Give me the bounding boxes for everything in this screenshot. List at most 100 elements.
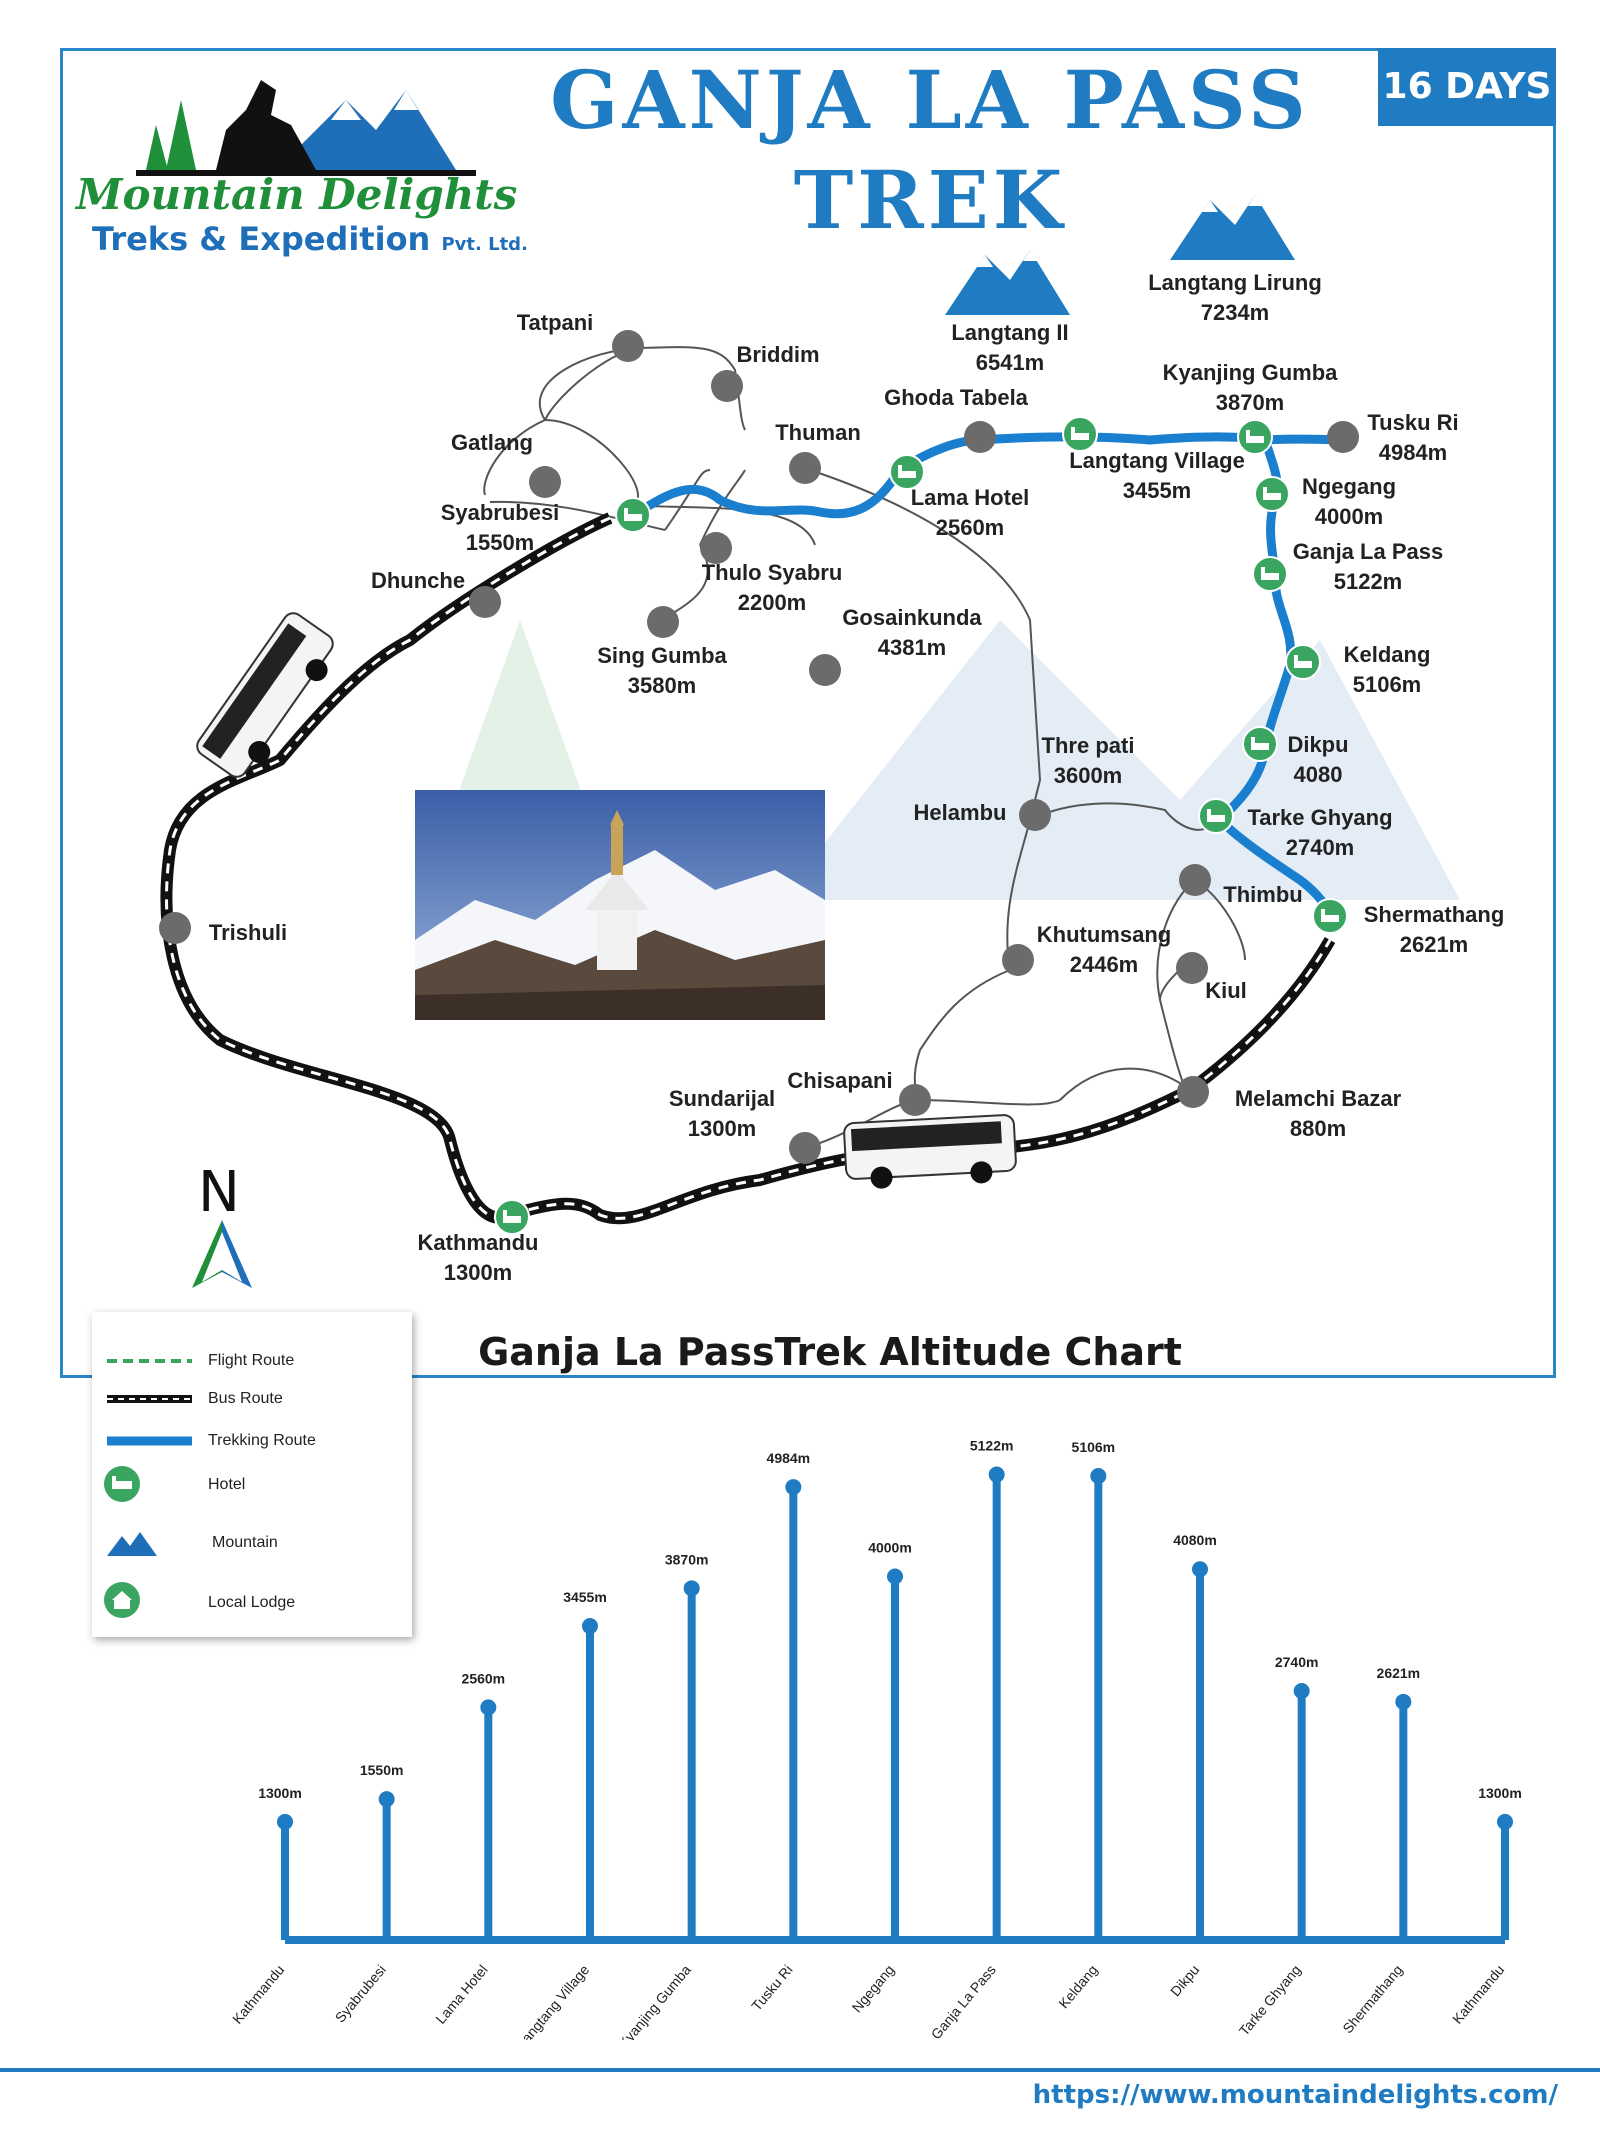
altitude-point bbox=[683, 1580, 700, 1597]
altitude-value-label: 5122m bbox=[970, 1438, 1014, 1454]
place-node-melamchi-bazar bbox=[1177, 1076, 1209, 1108]
legend-label: Local Lodge bbox=[208, 1594, 296, 1611]
place-label-thuman: Thuman bbox=[775, 420, 861, 445]
place-node-tatpani bbox=[612, 330, 644, 362]
altitude-value-label: 2560m bbox=[462, 1670, 506, 1686]
place-node-briddim bbox=[711, 370, 743, 402]
hotel-icon bbox=[1252, 556, 1288, 592]
mountain-icon bbox=[945, 250, 1070, 315]
altitude-category-label: Kyanjing Gumba bbox=[615, 1961, 694, 2040]
place-node-thulo-syabru bbox=[700, 532, 732, 564]
altitude-point bbox=[887, 1568, 903, 1585]
altitude-value-label: 3870m bbox=[665, 1551, 709, 1567]
bus-icon bbox=[196, 612, 334, 778]
altitude-point bbox=[1192, 1561, 1208, 1578]
legend: Flight Route Bus Route Trekking Route Ho… bbox=[92, 1312, 412, 1637]
place-label-ghoda-tabela: Ghoda Tabela bbox=[884, 385, 1029, 410]
altitude-value-label: 1300m bbox=[1478, 1785, 1522, 1801]
brand-name: Mountain Delights bbox=[76, 170, 518, 219]
north-arrow: N bbox=[180, 1160, 270, 1300]
legend-label: Mountain bbox=[212, 1534, 278, 1551]
duration-badge: 16 DAYS bbox=[1378, 48, 1556, 126]
altitude-category-label: Shermathang bbox=[1339, 1962, 1405, 2037]
stupa-photo-image bbox=[415, 790, 825, 1020]
place-label-briddim: Briddim bbox=[736, 342, 819, 367]
bus-icon bbox=[843, 1114, 1017, 1189]
altitude-value-label: 1550m bbox=[360, 1762, 404, 1778]
altitude-point bbox=[1090, 1468, 1107, 1485]
altitude-point bbox=[277, 1813, 293, 1830]
altitude-point bbox=[1497, 1813, 1513, 1830]
legend-label: Bus Route bbox=[208, 1390, 283, 1407]
mountain-icon bbox=[107, 1532, 157, 1556]
place-node-chisapani bbox=[899, 1084, 931, 1116]
hotel-icon bbox=[889, 454, 925, 490]
altitude-value-label: 1300m bbox=[258, 1785, 302, 1801]
altitude-point bbox=[988, 1466, 1005, 1483]
legend-flight: Flight Route bbox=[92, 1346, 412, 1376]
footer-url: https://www.mountaindelights.com/ bbox=[1032, 2080, 1558, 2110]
place-node-thre-pati bbox=[1019, 799, 1051, 831]
hotel-icon bbox=[1237, 419, 1273, 455]
altitude-point bbox=[785, 1479, 802, 1496]
place-label-trishuli: Trishuli bbox=[209, 920, 287, 945]
altitude-category-label: Ngegang bbox=[849, 1962, 898, 2016]
place-node-thuman bbox=[789, 452, 821, 484]
altitude-point bbox=[1293, 1683, 1310, 1700]
altitude-category-label: Langtang Village bbox=[513, 1961, 592, 2040]
title-line-1: GANJA LA PASS bbox=[550, 53, 1310, 147]
altitude-value-label: 2740m bbox=[1275, 1654, 1319, 1670]
altitude-value-label: 4080m bbox=[1173, 1532, 1217, 1548]
altitude-point bbox=[378, 1791, 395, 1808]
legend-mountain: Mountain bbox=[92, 1528, 412, 1558]
legend-trek: Trekking Route bbox=[92, 1426, 412, 1456]
place-label-gatlang: Gatlang bbox=[451, 430, 533, 455]
place-label-helambu: Helambu bbox=[914, 800, 1007, 825]
hotel-icon bbox=[494, 1199, 530, 1235]
map-frame bbox=[60, 48, 1556, 1378]
altitude-category-label: Syabrubesi bbox=[332, 1962, 389, 2026]
altitude-category-label: Kathmandu bbox=[1449, 1962, 1507, 2027]
place-node-tusku-ri bbox=[1327, 421, 1359, 453]
place-label-chisapani: Chisapani bbox=[787, 1068, 892, 1093]
mountain-icon bbox=[1170, 195, 1295, 260]
place-node-trishuli bbox=[159, 912, 191, 944]
trekking-route-icon bbox=[107, 1436, 192, 1446]
altitude-category-label: Lama Hotel bbox=[432, 1962, 490, 2027]
altitude-value-label: 5106m bbox=[1072, 1439, 1116, 1455]
place-node-thimbu bbox=[1179, 864, 1211, 896]
altitude-point bbox=[582, 1618, 598, 1635]
chart-title: Ganja La PassTrek Altitude Chart bbox=[478, 1330, 1182, 1374]
flight-route-icon bbox=[107, 1359, 192, 1363]
legend-label: Hotel bbox=[208, 1476, 246, 1493]
place-label-thimbu: Thimbu bbox=[1223, 882, 1302, 907]
altitude-value-label: 4000m bbox=[868, 1540, 912, 1556]
legend-label: Flight Route bbox=[208, 1352, 295, 1369]
place-node-dhunche bbox=[469, 586, 501, 618]
hotel-icon bbox=[1285, 644, 1321, 680]
altitude-category-label: Kathmandu bbox=[229, 1962, 287, 2027]
place-label-kiul: Kiul bbox=[1205, 978, 1247, 1003]
altitude-point bbox=[1395, 1693, 1412, 1710]
hotel-icon bbox=[1312, 898, 1348, 934]
bus-route-icon bbox=[107, 1395, 192, 1403]
hotel-icon bbox=[615, 497, 651, 533]
bus-route bbox=[160, 512, 1336, 1225]
